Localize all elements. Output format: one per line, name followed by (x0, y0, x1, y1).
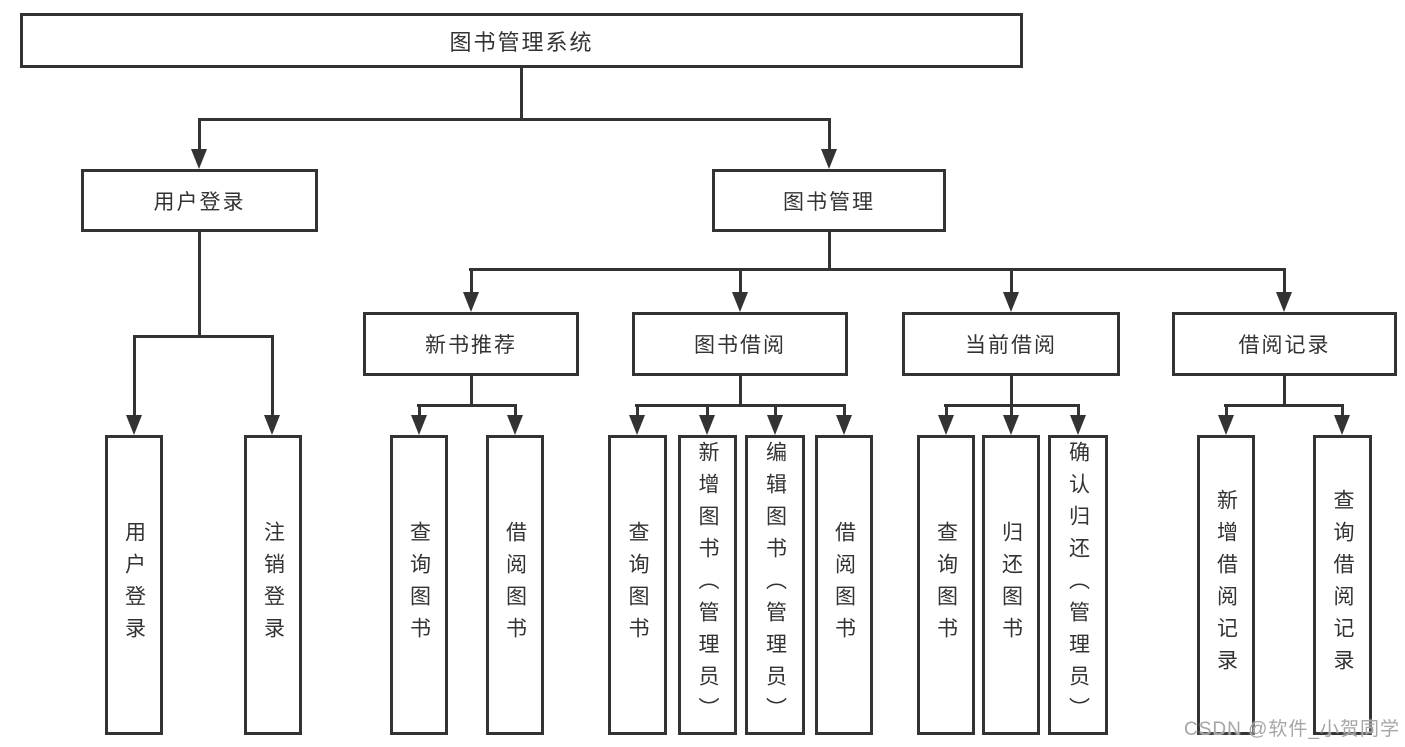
connector-line (774, 404, 777, 416)
arrow-down-icon (1003, 415, 1019, 435)
connector-line (1010, 376, 1013, 405)
connector-line (198, 232, 201, 337)
arrow-down-icon (1070, 415, 1086, 435)
connector-line (739, 376, 742, 405)
leaf-logout: 注销登录 (244, 435, 302, 735)
leaf-cb-confirm-return: 确认归还（管理员） (1048, 435, 1108, 735)
leaf-label: 编辑图书（管理员） (763, 441, 787, 729)
leaf-label: 借阅图书 (832, 521, 856, 649)
leaf-nr-borrow-books: 借阅图书 (486, 435, 544, 735)
connector-line (469, 268, 1286, 271)
arrow-down-icon (1218, 415, 1234, 435)
node-new-book-recommend: 新书推荐 (363, 312, 579, 376)
leaf-label: 查询图书 (626, 521, 649, 649)
leaf-label: 查询借阅记录 (1331, 489, 1354, 681)
connector-line (514, 404, 517, 416)
watermark: CSDN @软件_小贺同学 (1184, 719, 1400, 740)
node-book-management: 图书管理 (712, 169, 946, 232)
leaf-bb-edit-books: 编辑图书（管理员） (745, 435, 805, 735)
connector-line (828, 232, 831, 270)
connector-line (417, 404, 517, 407)
connector-line (635, 404, 846, 407)
connector-line (1225, 404, 1228, 416)
leaf-bb-add-books: 新增图书（管理员） (678, 435, 737, 735)
connector-line (520, 68, 523, 120)
node-borrow-records: 借阅记录 (1172, 312, 1397, 376)
connector-line (828, 118, 831, 149)
connector-line (198, 118, 201, 149)
arrow-down-icon (463, 292, 479, 312)
arrow-down-icon (191, 149, 207, 169)
connector-line (1341, 404, 1344, 416)
leaf-br-add-record: 新增借阅记录 (1197, 435, 1255, 735)
arrow-down-icon (264, 415, 280, 435)
arrow-down-icon (1334, 415, 1350, 435)
connector-line (470, 268, 473, 292)
connector-line (271, 335, 274, 415)
leaf-label: 确认归还（管理员） (1066, 441, 1090, 729)
connector-line (1224, 404, 1344, 407)
connector-line (739, 268, 742, 292)
leaf-bb-query-books: 查询图书 (608, 435, 667, 735)
arrow-down-icon (732, 292, 748, 312)
leaf-label: 注销登录 (261, 521, 285, 649)
leaf-br-query-record: 查询借阅记录 (1313, 435, 1372, 735)
arrow-down-icon (938, 415, 954, 435)
connector-line (133, 335, 274, 338)
arrow-down-icon (699, 415, 715, 435)
arrow-down-icon (629, 415, 645, 435)
connector-line (198, 118, 831, 121)
arrow-down-icon (1276, 292, 1292, 312)
leaf-label: 用户登录 (122, 521, 146, 649)
connector-line (133, 335, 136, 415)
arrow-down-icon (1003, 292, 1019, 312)
arrow-down-icon (836, 415, 852, 435)
connector-line (1077, 404, 1080, 416)
connector-line (843, 404, 846, 416)
connector-line (636, 404, 639, 416)
connector-line (945, 404, 948, 416)
leaf-label: 归还图书 (999, 521, 1023, 649)
connector-line (1283, 376, 1286, 405)
leaf-nr-query-books: 查询图书 (390, 435, 448, 735)
leaf-label: 新增图书（管理员） (696, 441, 719, 729)
leaf-bb-borrow-books: 借阅图书 (815, 435, 873, 735)
leaf-cb-query-books: 查询图书 (917, 435, 975, 735)
connector-line (1010, 404, 1013, 416)
arrow-down-icon (507, 415, 523, 435)
leaf-label: 新增借阅记录 (1214, 489, 1238, 681)
connector-line (1283, 268, 1286, 292)
arrow-down-icon (411, 415, 427, 435)
leaf-cb-return-books: 归还图书 (982, 435, 1040, 735)
node-current-borrow: 当前借阅 (902, 312, 1120, 376)
node-book-borrow: 图书借阅 (632, 312, 848, 376)
connector-line (470, 376, 473, 405)
connector-line (418, 404, 421, 416)
leaf-label: 借阅图书 (503, 521, 527, 649)
connector-line (1010, 268, 1013, 292)
leaf-label: 查询图书 (407, 521, 431, 649)
leaf-label: 查询图书 (934, 521, 958, 649)
arrow-down-icon (126, 415, 142, 435)
node-root: 图书管理系统 (20, 13, 1023, 68)
leaf-user-login: 用户登录 (105, 435, 163, 735)
arrow-down-icon (767, 415, 783, 435)
node-user-login: 用户登录 (81, 169, 318, 232)
arrow-down-icon (821, 149, 837, 169)
connector-line (706, 404, 709, 416)
